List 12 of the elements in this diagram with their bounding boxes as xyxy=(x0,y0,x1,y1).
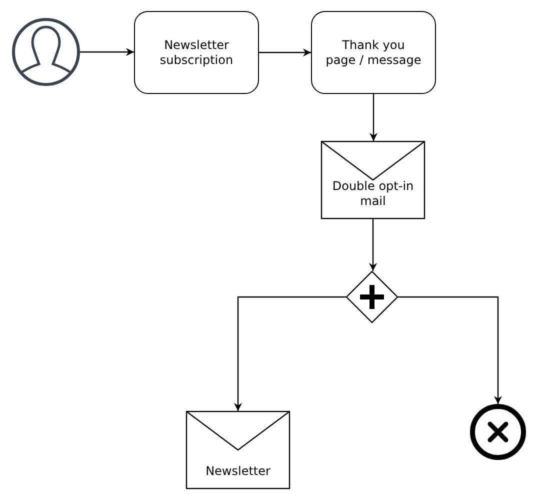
arrow xyxy=(234,296,346,411)
arrow xyxy=(80,48,134,56)
process-box xyxy=(311,11,436,94)
node-label: Newsletter xyxy=(206,464,270,479)
node-label: Thank you page / message xyxy=(326,38,422,68)
arrow xyxy=(259,48,311,56)
arrow xyxy=(398,296,502,404)
arrow xyxy=(369,219,377,271)
arrow xyxy=(370,94,378,141)
node-label: Double opt-in mail xyxy=(331,179,415,209)
node-label: Newsletter subscription xyxy=(158,38,234,68)
process-box xyxy=(134,11,259,94)
